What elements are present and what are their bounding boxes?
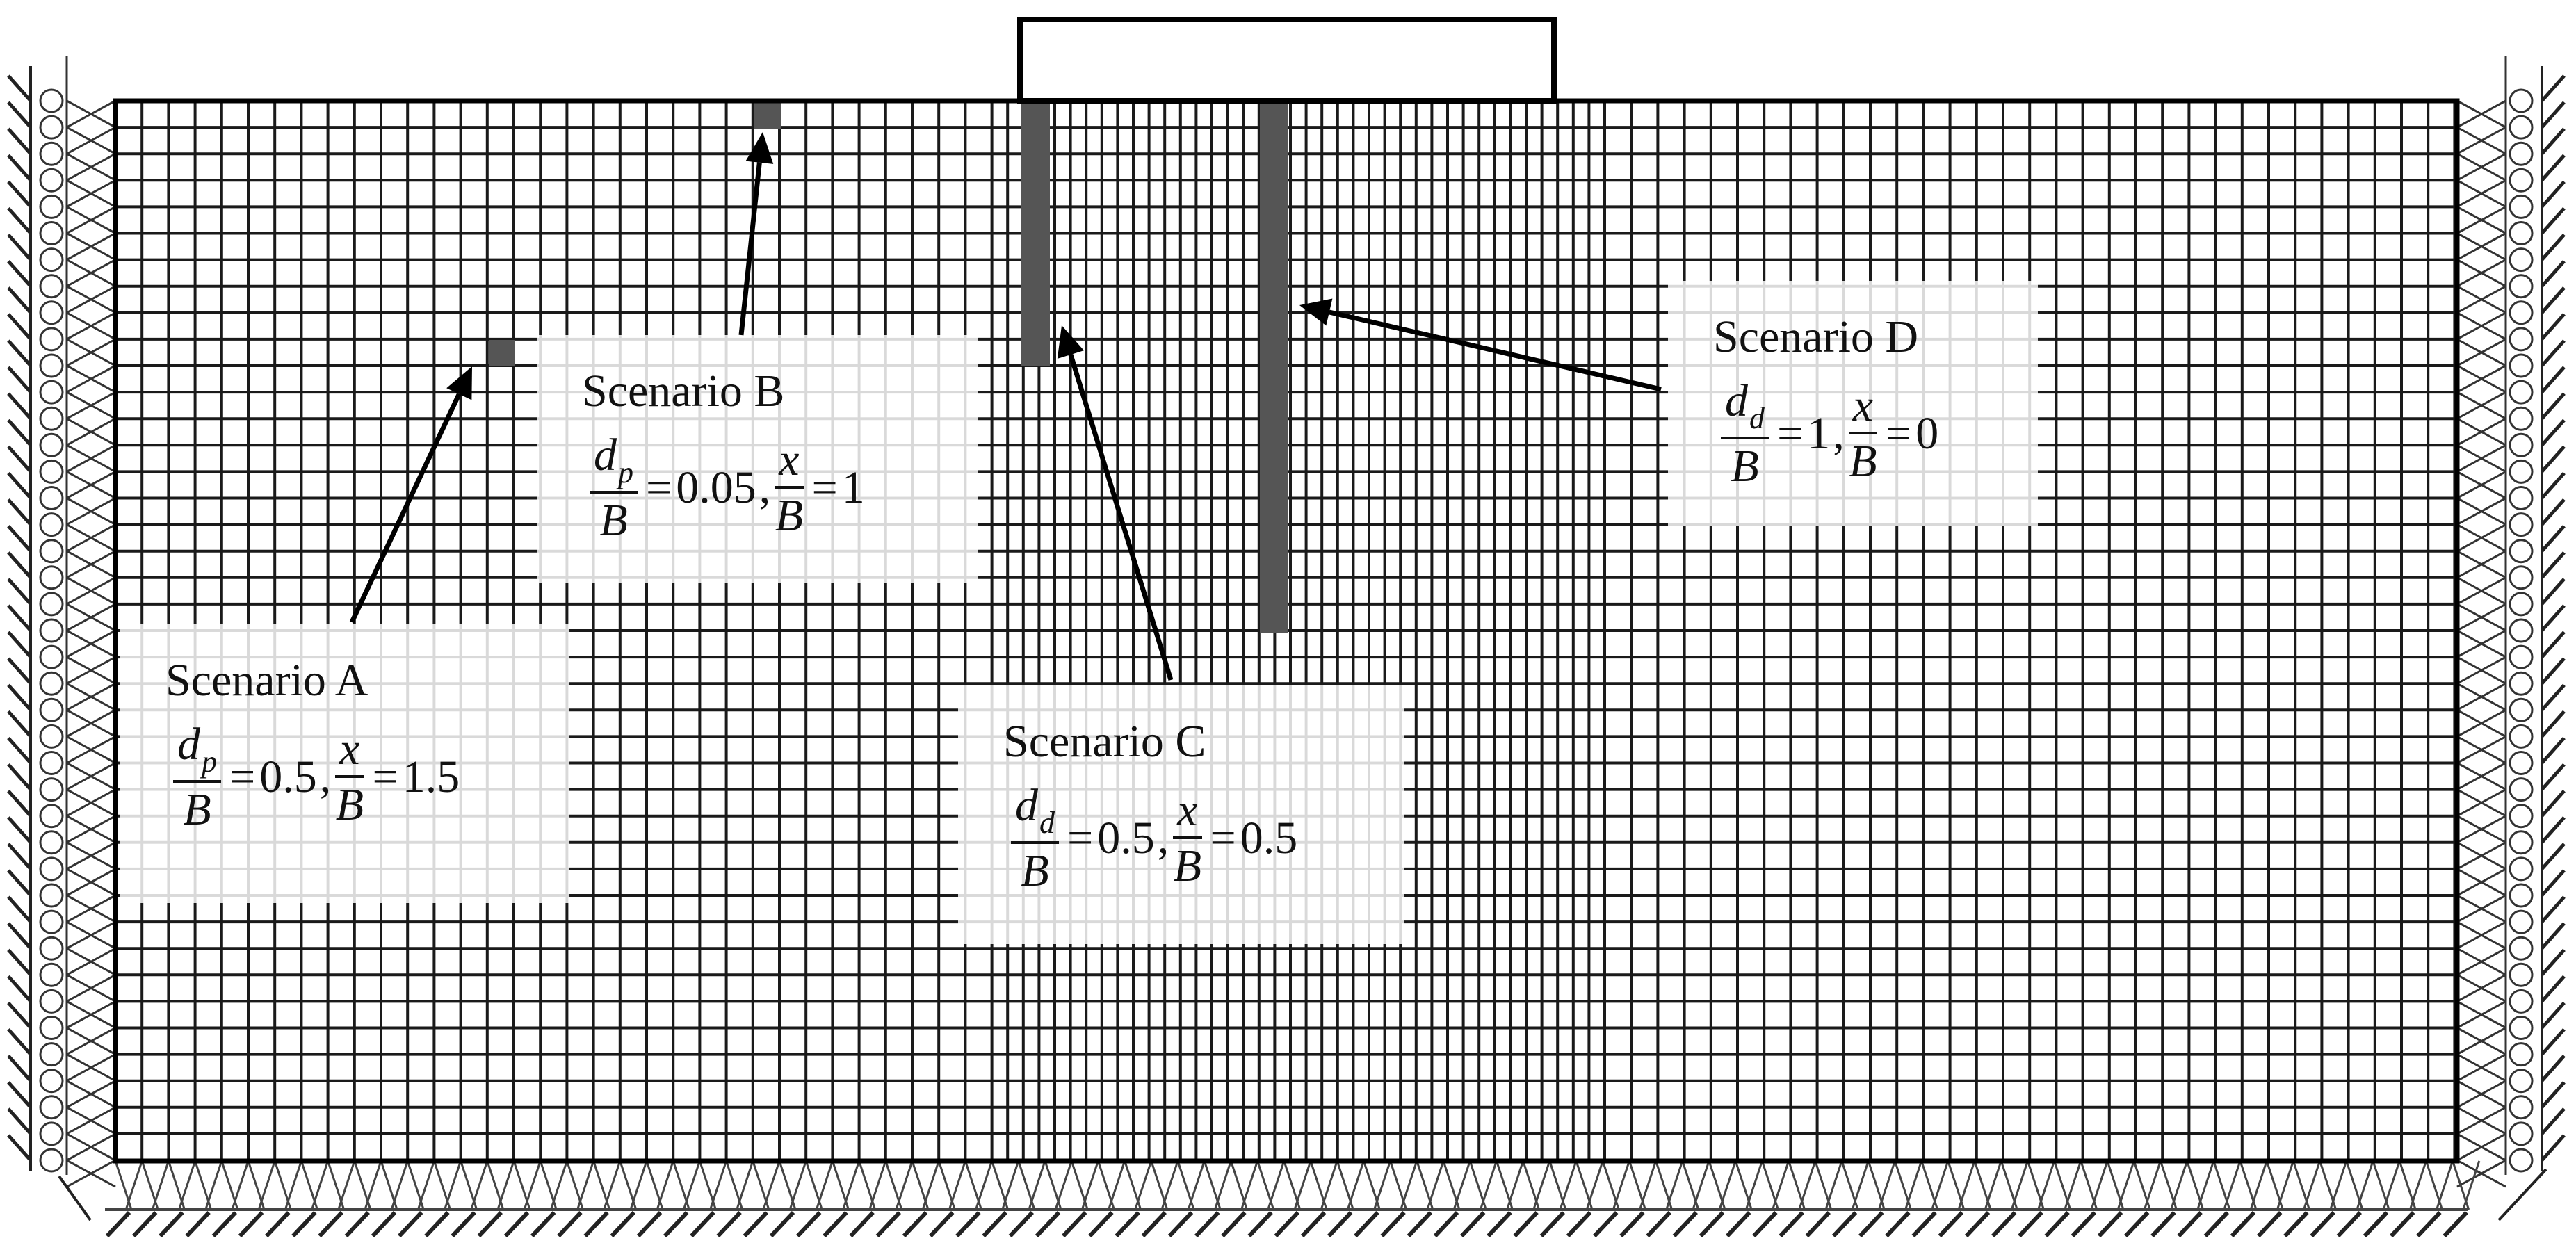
depth-ratio-value: 0.5 (1097, 813, 1155, 863)
offset-ratio-value: 1 (841, 462, 865, 513)
scenario-title: Scenario D (1713, 311, 1919, 362)
offset-ratio-value: 0 (1915, 408, 1939, 459)
depth-ratio-value: 1 (1807, 408, 1831, 459)
scenario-equation: dd B = 0.5, x B = 0.5 (1007, 783, 1300, 894)
depth-ratio-value: 0.05 (676, 462, 756, 513)
equals-sign: = (1067, 813, 1094, 863)
denominator: B (335, 779, 364, 830)
scenario-c-label: Scenario C dd B = 0.5, x B = 0.5 (958, 685, 1404, 944)
left-roller-support (7, 56, 116, 1188)
denominator: B (183, 784, 211, 835)
offset-ratio: x B (335, 726, 364, 828)
numerator: d (1725, 375, 1748, 426)
comma: , (1833, 408, 1845, 459)
equals-sign: = (646, 462, 672, 513)
arrow-b (738, 162, 762, 336)
arrow-c (1068, 354, 1174, 681)
scenario-title: Scenario A (165, 655, 368, 706)
scenario-d-label: Scenario D dd B = 1, x B = 0 (1668, 281, 2038, 525)
bottom-fixed-support (58, 1160, 2547, 1238)
denominator: B (1849, 436, 1877, 487)
numerator: d (177, 719, 200, 770)
comma: , (319, 752, 332, 802)
comma: , (759, 462, 771, 513)
comma: , (1157, 813, 1169, 863)
element-a-plate (489, 340, 515, 366)
denominator: B (775, 490, 804, 541)
element-d-drain (1260, 102, 1288, 633)
offset-ratio: x B (1173, 785, 1202, 891)
equals-sign: = (1777, 408, 1804, 459)
element-b-plate (754, 102, 781, 129)
offset-ratio-value: 1.5 (402, 752, 460, 802)
denominator: B (1731, 441, 1759, 492)
numerator: x (1852, 380, 1874, 431)
numerator: d (1015, 780, 1038, 831)
scenario-equation: dd B = 1, x B = 0 (1717, 378, 1941, 489)
depth-ratio: dd B (1011, 783, 1059, 894)
scenario-a-label: Scenario A dp B = 0.5, x B = 1.5 (120, 624, 569, 903)
label-backgrounds (120, 281, 2038, 944)
depth-ratio: dd B (1721, 378, 1769, 489)
subscript: d (1749, 401, 1765, 435)
subscript: p (202, 745, 217, 779)
subscript: p (618, 455, 633, 489)
right-roller-support (2456, 56, 2566, 1188)
depth-ratio-value: 0.5 (259, 752, 317, 802)
numerator: x (779, 434, 800, 485)
equals-sign: = (372, 752, 398, 802)
denominator: B (1173, 840, 1202, 891)
reinforcement-elements (489, 102, 1288, 633)
arrow-a (349, 393, 462, 624)
depth-ratio: dp B (590, 432, 638, 544)
footing (1017, 17, 1557, 104)
equals-sign: = (229, 752, 256, 802)
offset-ratio-value: 0.5 (1240, 813, 1298, 863)
scenario-b-label: Scenario B dp B = 0.05, x B = 1 (537, 335, 978, 583)
depth-ratio: dp B (173, 722, 221, 833)
equals-sign: = (1210, 813, 1236, 863)
offset-ratio: x B (775, 434, 804, 541)
equals-sign: = (1886, 408, 1912, 459)
scenario-equation: dp B = 0.5, x B = 1.5 (169, 722, 462, 833)
subscript: d (1039, 806, 1055, 840)
scenario-equation: dp B = 0.05, x B = 1 (585, 432, 868, 544)
offset-ratio: x B (1848, 380, 1878, 487)
scenario-title: Scenario B (582, 366, 785, 416)
numerator: d (594, 430, 617, 480)
numerator: x (1177, 785, 1198, 836)
equals-sign: = (811, 462, 838, 513)
element-c-drain (1021, 102, 1050, 366)
denominator: B (599, 495, 628, 546)
denominator: B (1021, 845, 1049, 896)
scenario-title: Scenario C (1003, 716, 1206, 767)
pointer-arrows (349, 132, 1662, 681)
numerator: x (339, 724, 360, 774)
arrow-d (1329, 309, 1662, 392)
